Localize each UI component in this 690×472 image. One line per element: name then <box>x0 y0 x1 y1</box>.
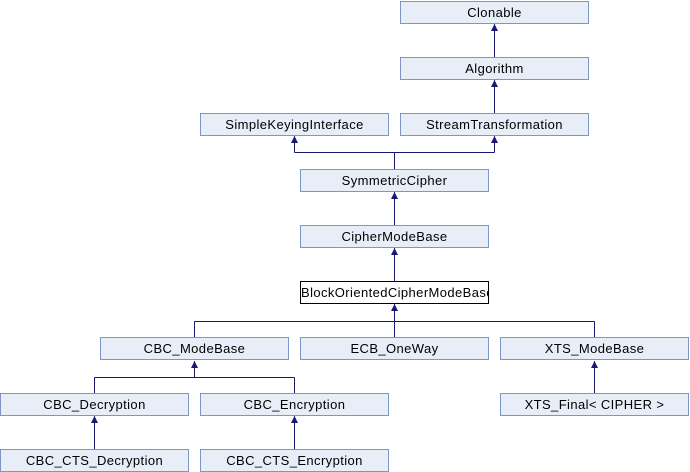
class-node-algorithm[interactable]: Algorithm <box>400 57 589 80</box>
class-node-ciphermodebase[interactable]: CipherModeBase <box>300 225 489 248</box>
edge-symmetriccipher-to-parents <box>291 136 498 169</box>
class-node-clonable[interactable]: Clonable <box>400 1 589 24</box>
edge-cbc-children-to-cbc-modebase <box>94 361 295 393</box>
edge-algorithm-to-clonable <box>491 24 498 57</box>
class-node-cbc-decryption[interactable]: CBC_Decryption <box>0 393 189 416</box>
class-node-ecb-oneway[interactable]: ECB_OneWay <box>300 337 489 360</box>
class-node-blockorientedciphermodebase-current: BlockOrientedCipherModeBase <box>300 281 489 304</box>
edge-cbcctsencryption-to-cbcencryption <box>291 416 298 449</box>
class-node-streamtransformation[interactable]: StreamTransformation <box>400 113 589 136</box>
class-node-symmetriccipher[interactable]: SymmetricCipher <box>300 169 489 192</box>
edge-streamtransformation-to-algorithm <box>491 80 498 113</box>
class-node-cbc-modebase[interactable]: CBC_ModeBase <box>100 337 289 360</box>
edge-cbcctsdecryption-to-cbcdecryption <box>91 416 98 449</box>
class-node-cbc-cts-encryption[interactable]: CBC_CTS_Encryption <box>200 449 389 472</box>
class-node-xts-modebase[interactable]: XTS_ModeBase <box>500 337 689 360</box>
class-node-cbc-cts-decryption[interactable]: CBC_CTS_Decryption <box>0 449 189 472</box>
edge-mode-children-to-blockorientedciphermodebase <box>194 304 595 337</box>
edge-blockorientedciphermodebase-to-ciphermodebase <box>391 248 398 281</box>
class-node-cbc-encryption[interactable]: CBC_Encryption <box>200 393 389 416</box>
class-node-xts-final[interactable]: XTS_Final< CIPHER > <box>500 393 689 416</box>
class-node-simplekeyinginterface[interactable]: SimpleKeyingInterface <box>200 113 389 136</box>
edge-xtsfinal-to-xts-modebase <box>591 361 598 393</box>
edge-ciphermodebase-to-symmetriccipher <box>391 192 398 225</box>
